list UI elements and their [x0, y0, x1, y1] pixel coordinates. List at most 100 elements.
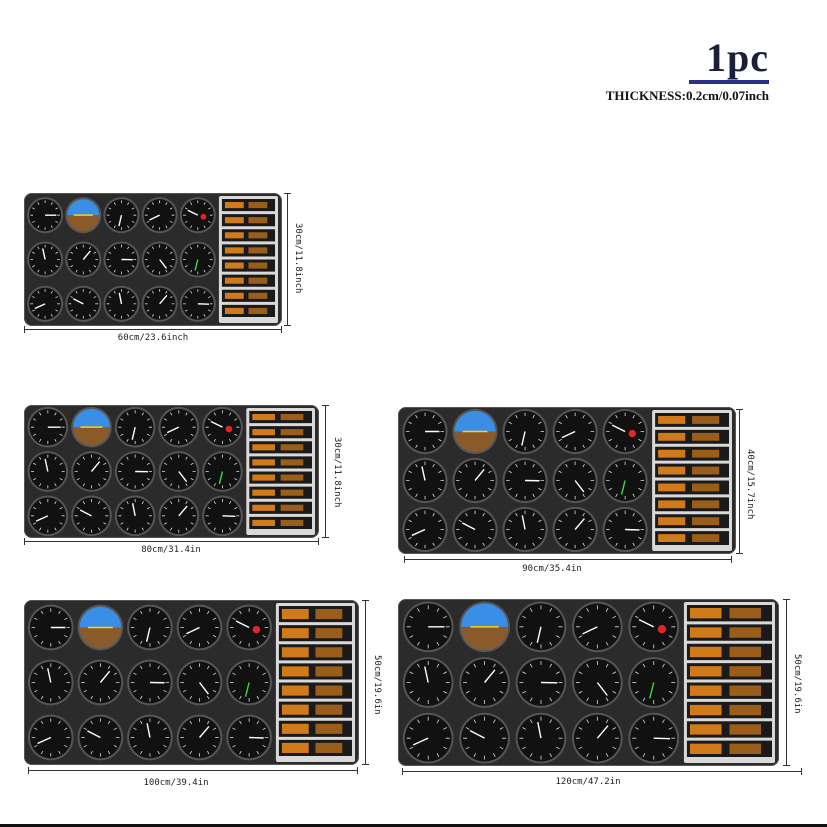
gauge-icon [179, 241, 216, 278]
gauge-icon [27, 406, 69, 448]
gauge-icon [114, 495, 156, 537]
radio-stack-icon [275, 603, 355, 762]
bottom-divider [0, 824, 827, 827]
gauge-icon [27, 451, 69, 492]
gauge-icon [202, 406, 243, 448]
gauge-icon [114, 451, 156, 492]
gauge-icon [77, 714, 124, 761]
gauge-icon [628, 712, 680, 764]
gauge-icon [202, 451, 243, 492]
gauge-icon [602, 408, 648, 455]
gauge-icon [515, 657, 567, 708]
gauge-icon [158, 406, 200, 448]
height-label: 50cm/19.6in [372, 655, 382, 715]
gauge-icon [459, 601, 510, 653]
gauge-icon [158, 451, 200, 492]
gauge-icon [127, 714, 173, 761]
gauge-icon [571, 601, 623, 653]
gauge-icon [226, 604, 272, 651]
gauge-icon [402, 408, 448, 455]
gauge-icon [571, 712, 623, 764]
gauge-icon [141, 197, 178, 234]
gauge-icon [27, 714, 74, 761]
cockpit-panel-image [398, 599, 779, 766]
radio-stack-icon [652, 410, 732, 551]
height-label: 30cm/11.8inch [332, 437, 342, 508]
gauge-icon [77, 604, 124, 651]
width-dimension-line [28, 767, 358, 774]
gauge-icon [552, 408, 598, 455]
gauge-icon [27, 197, 64, 234]
gauge-icon [402, 506, 448, 553]
gauge-icon [179, 197, 216, 234]
gauge-icon [127, 604, 173, 651]
gauge-icon [65, 285, 102, 322]
width-dimension-line [24, 538, 319, 545]
gauge-icon [459, 712, 510, 764]
width-label: 60cm/23.6inch [117, 333, 189, 343]
gauge-icon [628, 601, 680, 653]
gauge-icon [127, 659, 173, 706]
gauge-icon [452, 457, 498, 504]
gauge-icon [71, 451, 112, 492]
cockpit-panel-image [24, 600, 359, 765]
width-label: 90cm/35.4in [522, 564, 582, 574]
gauge-icon [515, 712, 567, 764]
cockpit-panel-image [24, 405, 319, 538]
gauge-icon [602, 457, 648, 504]
gauge-icon [402, 457, 448, 504]
height-dimension-line [736, 409, 743, 554]
gauge-icon [141, 241, 178, 278]
gauge-icon [27, 495, 69, 537]
gauge-icon [71, 495, 112, 537]
gauge-icon [27, 241, 64, 278]
height-dimension-line [783, 599, 790, 766]
gauge-icon [103, 197, 140, 234]
title-block: 1pc THICKNESS:0.2cm/0.07inch [606, 38, 769, 104]
quantity-title: 1pc [706, 35, 769, 80]
height-dimension-line [362, 600, 369, 765]
gauge-icon [452, 506, 498, 553]
width-label: 100cm/39.4in [143, 778, 209, 788]
gauge-icon [226, 714, 272, 761]
gauge-icon [402, 601, 454, 653]
cockpit-panel-image [24, 193, 282, 326]
gauge-icon [571, 657, 623, 708]
radio-stack-icon [246, 408, 315, 535]
gauge-icon [502, 506, 548, 553]
gauge-icon [114, 406, 156, 448]
radio-stack-icon [683, 602, 775, 763]
gauge-icon [452, 408, 498, 455]
width-dimension-line [404, 556, 732, 563]
width-label: 80cm/31.4in [141, 545, 201, 555]
gauge-icon [552, 506, 598, 553]
gauge-icon [502, 408, 548, 455]
gauge-icon [176, 604, 223, 651]
radio-stack-icon [218, 196, 278, 323]
gauge-icon [141, 285, 178, 322]
gauge-icon [459, 657, 510, 708]
gauge-icon [65, 197, 102, 234]
gauge-icon [103, 241, 140, 278]
gauge-icon [65, 241, 102, 278]
height-dimension-line [284, 193, 291, 326]
width-dimension-line [402, 768, 802, 775]
gauge-icon [27, 285, 64, 322]
thickness-label: THICKNESS:0.2cm/0.07inch [605, 88, 769, 103]
gauge-icon [515, 601, 567, 653]
gauge-icon [27, 604, 74, 651]
cockpit-panel-image [398, 407, 736, 554]
gauge-icon [27, 659, 74, 706]
gauge-icon [552, 457, 598, 504]
gauge-icon [176, 714, 223, 761]
gauge-icon [502, 457, 548, 504]
gauge-icon [158, 495, 200, 537]
width-dimension-line [24, 326, 282, 333]
gauge-icon [602, 506, 648, 553]
gauge-icon [176, 659, 223, 706]
gauge-icon [71, 406, 112, 448]
height-label: 40cm/15.7inch [745, 449, 755, 520]
gauge-icon [202, 495, 243, 537]
height-dimension-line [322, 405, 329, 538]
gauge-icon [103, 285, 140, 322]
